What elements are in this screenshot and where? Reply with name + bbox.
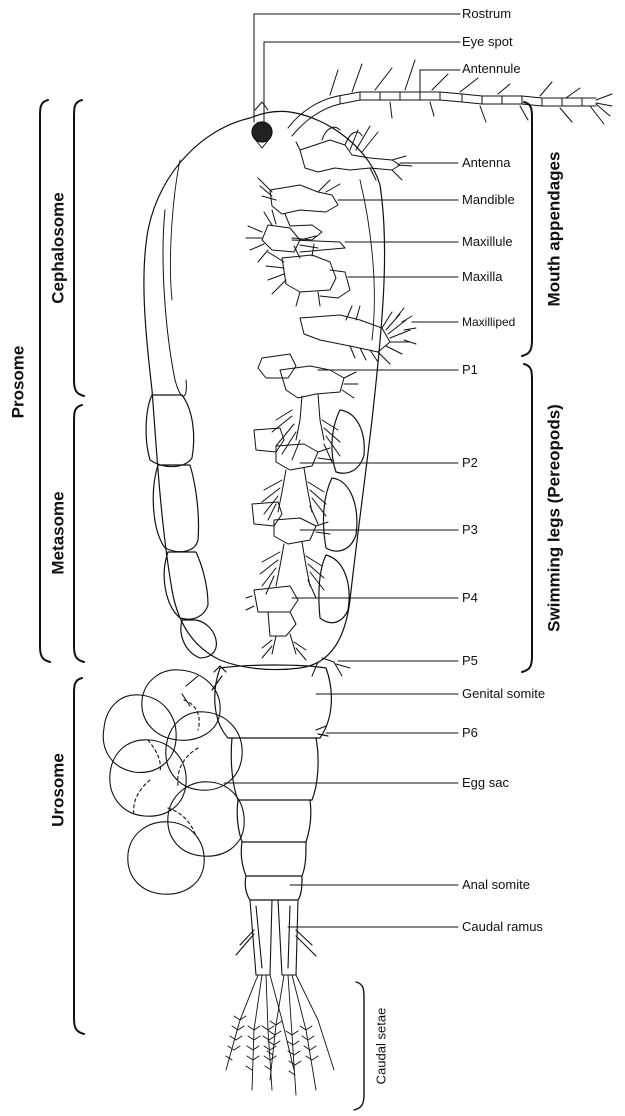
label-p6: P6: [462, 726, 478, 739]
leader-eye-spot: [264, 42, 460, 128]
leader-lines: [224, 14, 460, 927]
bracket-caudal-setae: [354, 982, 364, 1110]
bracket-swimming-legs: [522, 364, 532, 672]
bracket-urosome: [74, 678, 84, 1034]
leg-p3: [252, 502, 330, 598]
caudal-setae: [226, 975, 334, 1095]
bracket-metasome: [74, 405, 84, 662]
label-rostrum: Rostrum: [462, 7, 511, 20]
label-maxilla: Maxilla: [462, 270, 502, 283]
label-maxilliped: Maxilliped: [462, 316, 515, 328]
egg-sac: [103, 670, 244, 894]
leg-p2: [254, 428, 332, 524]
label-antenna: Antenna: [462, 156, 510, 169]
antenna: [296, 126, 412, 180]
label-antennule: Antennule: [462, 62, 521, 75]
group-label-cephalosome: Cephalosome: [50, 192, 67, 303]
anal-somite: [245, 876, 302, 900]
label-maxillule: Maxillule: [462, 235, 513, 248]
antennule: [288, 60, 612, 136]
group-label-urosome: Urosome: [50, 753, 67, 827]
group-label-metasome: Metasome: [50, 491, 67, 574]
label-genital-somite: Genital somite: [462, 687, 545, 700]
label-p5: P5: [462, 654, 478, 667]
group-label-mouth-appendages: Mouth appendages: [546, 152, 563, 307]
genital-somite: [215, 665, 332, 738]
segment-plate-right-2: [324, 478, 357, 551]
leg-p4: [246, 586, 306, 660]
label-mandible: Mandible: [462, 193, 515, 206]
group-label-prosome: Prosome: [10, 346, 27, 419]
segment-plate-left-4: [181, 620, 216, 658]
label-egg-sac: Egg sac: [462, 776, 509, 789]
bracket-prosome: [40, 100, 50, 662]
segment-plate-left-2: [153, 465, 198, 552]
segment-plate-right-1: [332, 410, 364, 473]
leader-antennule: [420, 70, 460, 92]
label-eye-spot: Eye spot: [462, 35, 513, 48]
label-anal-somite: Anal somite: [462, 878, 530, 891]
mandible: [258, 178, 340, 240]
label-p3: P3: [462, 523, 478, 536]
label-caudal-ramus: Caudal ramus: [462, 920, 543, 933]
bracket-mouth-appendages: [522, 102, 532, 356]
label-p4: P4: [462, 591, 478, 604]
label-p1: P1: [462, 363, 478, 376]
group-label-caudal-setae: Caudal setae: [375, 1008, 388, 1085]
label-p2: P2: [462, 456, 478, 469]
caudal-rami: [236, 900, 316, 975]
maxillule: [246, 210, 345, 262]
maxilla: [266, 244, 350, 306]
group-label-swimming-legs: Swimming legs (Pereopods): [546, 404, 563, 632]
bracket-cephalosome: [74, 100, 84, 396]
maxilliped: [300, 306, 416, 364]
leader-rostrum: [254, 14, 460, 122]
